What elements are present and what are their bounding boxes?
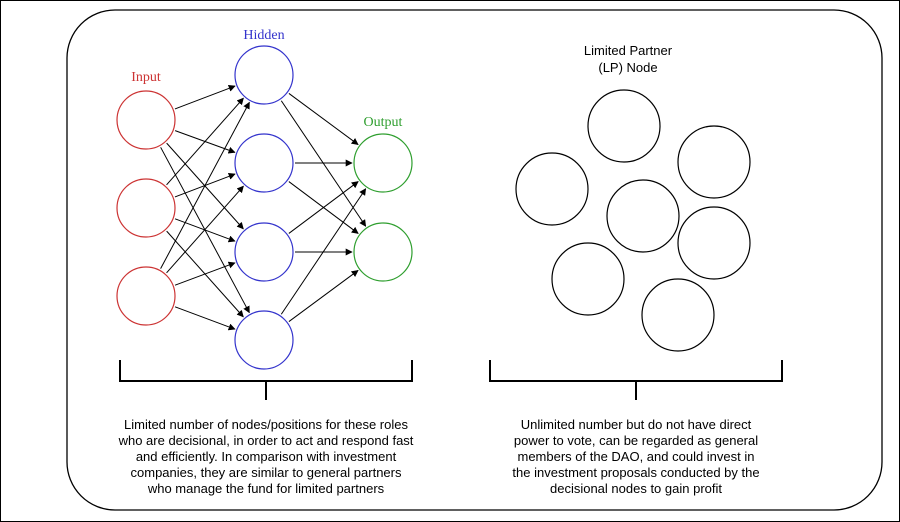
left-caption-line: Limited number of nodes/positions for th… (124, 417, 408, 432)
left-caption-line: who manage the fund for limited partners (147, 481, 385, 496)
input-node-3 (116, 266, 176, 326)
right-caption: Unlimited number but do not have direct … (476, 417, 796, 497)
connection-arrow-hidden-3-to-output-1 (288, 181, 359, 234)
left-caption: Limited number of nodes/positions for th… (86, 417, 446, 497)
lp-node-7 (641, 278, 715, 352)
lp-node-3 (515, 152, 589, 226)
left-caption-line: companies, they are similar to general p… (130, 465, 402, 480)
connection-arrow-input-3-to-hidden-4 (174, 306, 236, 331)
lp-title-line-1: Limited Partner (584, 43, 673, 58)
connection-arrow-input-1-to-hidden-1 (174, 85, 236, 110)
hidden-layer-label: Hidden (243, 28, 284, 43)
right-bracket (489, 360, 783, 400)
nn-connections (160, 85, 367, 331)
output-layer-label: Output (364, 115, 403, 130)
output-node-2 (353, 222, 413, 282)
connection-arrow-hidden-1-to-output-1 (288, 93, 359, 145)
lp-title-line-2: (LP) Node (598, 60, 657, 75)
left-caption-line: and efficiently. In comparison with inve… (135, 449, 397, 464)
connection-arrow-input-2-to-hidden-1 (166, 97, 244, 186)
hidden-node-1 (234, 45, 294, 105)
lp-node-5 (677, 206, 751, 280)
connection-arrow-input-3-to-hidden-2 (166, 185, 244, 274)
right-caption-line: decisional nodes to gain profit (549, 481, 722, 496)
left-bracket (119, 360, 413, 400)
hidden-node-4 (234, 310, 294, 370)
connection-arrow-hidden-4-to-output-2 (288, 270, 359, 322)
left-caption-line: who are decisional, in order to act and … (118, 433, 414, 448)
right-caption-line: the investment proposals conducted by th… (512, 465, 760, 480)
lp-nodes (515, 89, 751, 352)
lp-node-6 (551, 242, 625, 316)
nn-nodes (116, 45, 413, 370)
right-caption-line: members of the DAO, and could invest in (517, 449, 755, 464)
input-layer-label: Input (131, 70, 161, 85)
right-caption-line: Unlimited number but do not have direct (520, 417, 752, 432)
output-node-1 (353, 133, 413, 193)
lp-node-2 (677, 125, 751, 199)
connection-arrow-input-3-to-hidden-1 (160, 101, 250, 269)
input-node-2 (116, 178, 176, 238)
connection-arrow-input-3-to-hidden-3 (174, 261, 236, 286)
lp-node-1 (587, 89, 661, 163)
lp-node-4 (606, 179, 680, 253)
rounded-container (66, 9, 883, 511)
hidden-node-3 (234, 222, 294, 282)
input-node-1 (116, 90, 176, 150)
right-caption-line: power to vote, can be regarded as genera… (513, 433, 759, 448)
connection-arrow-hidden-4-to-output-1 (280, 188, 367, 315)
hidden-node-2 (234, 133, 294, 193)
